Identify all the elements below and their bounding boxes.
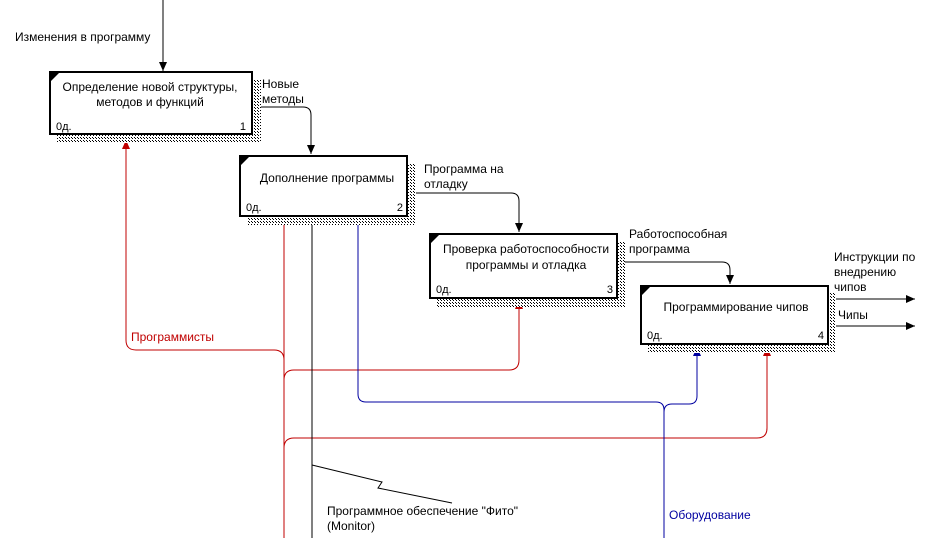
box2-number: 2: [397, 202, 403, 214]
activity-box-2[interactable]: Дополнение программы 0д. 2: [239, 155, 416, 225]
label-instructions-line3: чипов: [834, 280, 867, 294]
new-methods-arrow: [251, 106, 315, 154]
box4-title: Программирование чипов: [663, 300, 808, 314]
label-equipment: Оборудование: [669, 508, 751, 522]
box3-number: 3: [607, 284, 613, 296]
box1-title-line2: методов и функций: [96, 95, 204, 109]
software-arrow: [308, 215, 453, 538]
box1-title-line1: Определение новой структуры,: [62, 80, 237, 94]
programmers-to-box1: [122, 140, 285, 538]
label-working-program-line2: программа: [629, 242, 690, 256]
label-program-debug-line2: отладку: [424, 177, 468, 191]
label-instructions-line1: Инструкции по: [834, 250, 916, 264]
box4-cost: 0д.: [647, 330, 663, 342]
box1-cost: 0д.: [56, 121, 72, 133]
equipment-arrows: [354, 215, 701, 538]
box1-number: 1: [240, 121, 246, 133]
box3-title-line1: Проверка работоспособности: [443, 242, 609, 256]
label-programmers: Программисты: [131, 330, 214, 344]
label-software-line2: (Monitor): [327, 519, 375, 533]
box3-cost: 0д.: [436, 284, 452, 296]
box2-title: Дополнение программы: [260, 171, 394, 185]
activity-box-4[interactable]: Программирование чипов 0д. 4: [640, 285, 836, 353]
label-new-methods-line1: Новые: [262, 77, 299, 91]
equipment-to-box2: [354, 215, 665, 538]
software-squiggle: [311, 464, 453, 504]
programmers-arrows: [122, 140, 771, 538]
programmers-to-box4: [283, 347, 771, 449]
equipment-to-box4: [663, 347, 701, 413]
label-instructions-line2: внедрению: [834, 265, 896, 279]
box3-title-line2: программы и отладка: [466, 258, 587, 272]
label-program-debug-line1: Программа на: [424, 162, 504, 176]
label-working-program-line1: Работоспособная: [629, 227, 727, 241]
working-program-arrow: [618, 261, 734, 284]
label-new-methods-line2: методы: [262, 92, 304, 106]
activity-box-1[interactable]: Определение новой структуры, методов и ф…: [49, 71, 261, 143]
label-input-changes: Изменения в программу: [15, 30, 150, 44]
activity-box-3[interactable]: Проверка работоспособности программы и о…: [429, 233, 625, 307]
programmers-to-box3: [283, 300, 523, 381]
label-chips: Чипы: [838, 308, 868, 322]
label-software-line1: Программное обеспечение "Фито": [327, 504, 518, 518]
box2-cost: 0д.: [246, 202, 262, 214]
program-debug-arrow: [408, 192, 523, 232]
flow-arrows: [159, 0, 915, 330]
box4-number: 4: [818, 330, 824, 342]
